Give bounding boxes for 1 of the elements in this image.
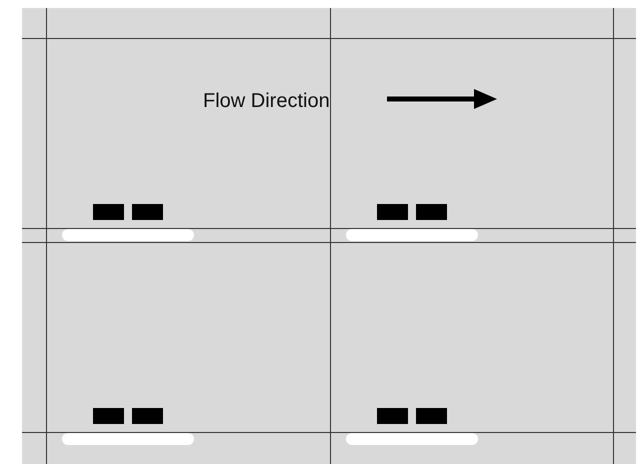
flow-label: Flow Direction [203,89,330,114]
